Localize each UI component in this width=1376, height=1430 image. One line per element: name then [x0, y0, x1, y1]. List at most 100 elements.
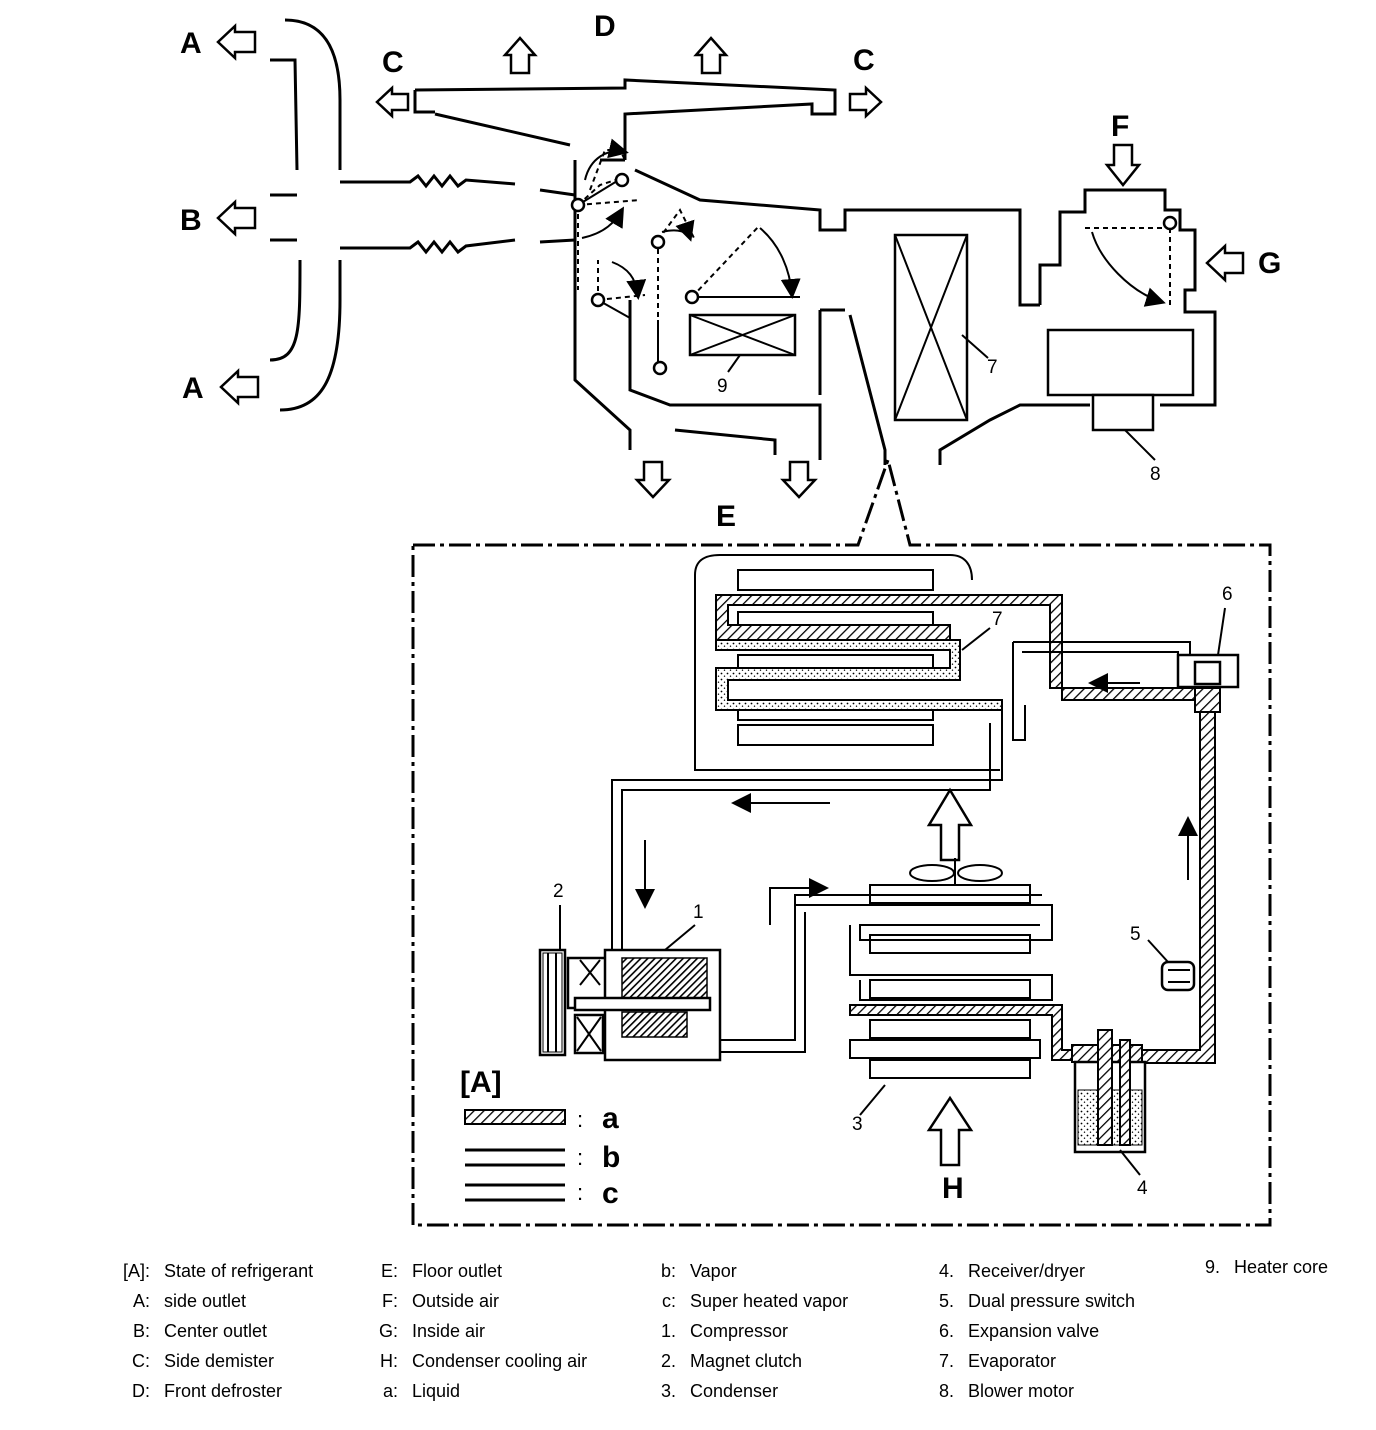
legend-column-5: 9. Heater core — [1186, 1252, 1328, 1282]
legend-key: b: — [660, 1261, 676, 1281]
legend-text: Condenser cooling air — [412, 1351, 588, 1371]
legend-key: A: — [132, 1291, 150, 1311]
legend-item: B: Center outlet — [108, 1316, 313, 1346]
legend-key: E: — [380, 1261, 398, 1281]
legend-key: c: — [661, 1291, 676, 1311]
label-e: E — [716, 500, 736, 533]
label-c-right: C — [853, 44, 875, 77]
legend-item: 4. Receiver/dryer — [918, 1256, 1135, 1286]
legend-text: Expansion valve — [968, 1321, 1100, 1341]
refrigerant-key-colon-a: : — [577, 1107, 583, 1132]
refrigerant-circuit — [411, 454, 1272, 1227]
part-number-2: 2 — [553, 881, 564, 902]
legend-item: G: Inside air — [362, 1316, 587, 1346]
legend-item: 8. Blower motor — [918, 1376, 1135, 1406]
legend-item: c: Super heated vapor — [640, 1286, 848, 1316]
legend-text: Heater core — [1234, 1257, 1329, 1277]
label-f: F — [1111, 110, 1129, 143]
legend-column-4: 4.Receiver/dryer 5.Dual pressure switch … — [918, 1256, 1135, 1406]
legend: [A]: State of refrigerant A: side outlet B… — [0, 1256, 1376, 1416]
legend-key: C: — [132, 1351, 150, 1371]
legend-key: a: — [382, 1381, 398, 1401]
legend-key: 7. — [938, 1351, 954, 1371]
label-b: B — [180, 204, 202, 237]
legend-item: 5. Dual pressure switch — [918, 1286, 1135, 1316]
part-number-5: 5 — [1130, 924, 1141, 945]
refrigerant-key-title: [A] — [460, 1066, 502, 1099]
legend-item: 2. Magnet clutch — [640, 1346, 848, 1376]
legend-text: Inside air — [412, 1321, 486, 1341]
legend-text: Floor outlet — [412, 1261, 503, 1281]
legend-item: [A]: State of refrigerant — [108, 1256, 313, 1286]
legend-item: E: Floor outlet — [362, 1256, 587, 1286]
label-a-top: A — [180, 27, 202, 60]
refrigerant-key-colon-b: : — [577, 1145, 583, 1170]
legend-item: 9. Heater core — [1186, 1252, 1328, 1282]
label-g: G — [1258, 247, 1281, 280]
legend-key: H: — [380, 1351, 398, 1371]
refrigerant-key-a: a — [602, 1102, 619, 1135]
legend-key: 5. — [938, 1291, 954, 1311]
part-number-9: 9 — [717, 376, 728, 397]
part-number-1: 1 — [693, 902, 704, 923]
legend-item: D: Front defroster — [108, 1376, 313, 1406]
legend-text: Dual pressure switch — [968, 1291, 1136, 1311]
legend-column-2: E: Floor outlet F: Outside air G: Inside ai… — [362, 1256, 587, 1406]
refrigerant-key-colon-c: : — [577, 1180, 583, 1205]
legend-text: Receiver/dryer — [968, 1261, 1086, 1281]
legend-column-3: b: Vapor c: Super heated vapor 1. Compresso… — [640, 1256, 848, 1406]
part-number-4: 4 — [1137, 1178, 1148, 1199]
part-number-7-case: 7 — [987, 357, 998, 378]
legend-key: B: — [132, 1321, 150, 1341]
part-number-7-inset: 7 — [992, 609, 1003, 630]
legend-key: 4. — [938, 1261, 954, 1281]
legend-key: 6. — [938, 1321, 954, 1341]
legend-key: D: — [132, 1381, 150, 1401]
legend-text: Condenser — [690, 1381, 779, 1401]
legend-text: Super heated vapor — [690, 1291, 849, 1311]
legend-key: F: — [382, 1291, 398, 1311]
label-c-left: C — [382, 46, 404, 79]
legend-item: 6. Expansion valve — [918, 1316, 1135, 1346]
legend-item: F: Outside air — [362, 1286, 587, 1316]
legend-key: 2. — [660, 1351, 676, 1371]
legend-item: C: Side demister — [108, 1346, 313, 1376]
part-number-8: 8 — [1150, 464, 1161, 485]
hvac-unit — [269, 18, 1217, 465]
legend-text: side outlet — [164, 1291, 247, 1311]
legend-text: Compressor — [690, 1321, 789, 1341]
legend-item: A: side outlet — [108, 1286, 313, 1316]
legend-item: a: Liquid — [362, 1376, 587, 1406]
legend-item: 3. Condenser — [640, 1376, 848, 1406]
part-number-6: 6 — [1222, 584, 1233, 605]
legend-text: Evaporator — [968, 1351, 1057, 1371]
label-a-bottom: A — [182, 372, 204, 405]
legend-text: Magnet clutch — [690, 1351, 803, 1371]
legend-item: H: Condenser cooling air — [362, 1346, 587, 1376]
air-flow-arrows — [216, 23, 1245, 1167]
legend-column-1: [A]: State of refrigerant A: side outlet B… — [108, 1256, 313, 1406]
legend-text: State of refrigerant — [164, 1261, 314, 1281]
legend-text: Liquid — [412, 1381, 461, 1401]
ac-system-diagram: A B A C C D E F G H 1 2 3 4 5 6 7 7 8 9 … — [180, 10, 1281, 1227]
legend-key: [A]: — [122, 1261, 150, 1281]
legend-key: 8. — [938, 1381, 954, 1401]
refrigerant-key-b: b — [602, 1141, 620, 1174]
label-h: H — [942, 1172, 964, 1205]
legend-text: Vapor — [690, 1261, 737, 1281]
legend-item: 7. Evaporator — [918, 1346, 1135, 1376]
legend-text: Center outlet — [164, 1321, 268, 1341]
legend-text: Front defroster — [164, 1381, 283, 1401]
legend-key: 9. — [1204, 1257, 1220, 1277]
refrigerant-key-c: c — [602, 1177, 619, 1210]
label-d: D — [594, 10, 616, 43]
legend-text: Blower motor — [968, 1381, 1075, 1401]
legend-item: b: Vapor — [640, 1256, 848, 1286]
legend-key: 1. — [660, 1321, 676, 1341]
legend-text: Outside air — [412, 1291, 500, 1311]
legend-text: Side demister — [164, 1351, 275, 1371]
legend-item: 1. Compressor — [640, 1316, 848, 1346]
part-number-3: 3 — [852, 1114, 863, 1135]
legend-key: G: — [378, 1321, 398, 1341]
legend-key: 3. — [660, 1381, 676, 1401]
